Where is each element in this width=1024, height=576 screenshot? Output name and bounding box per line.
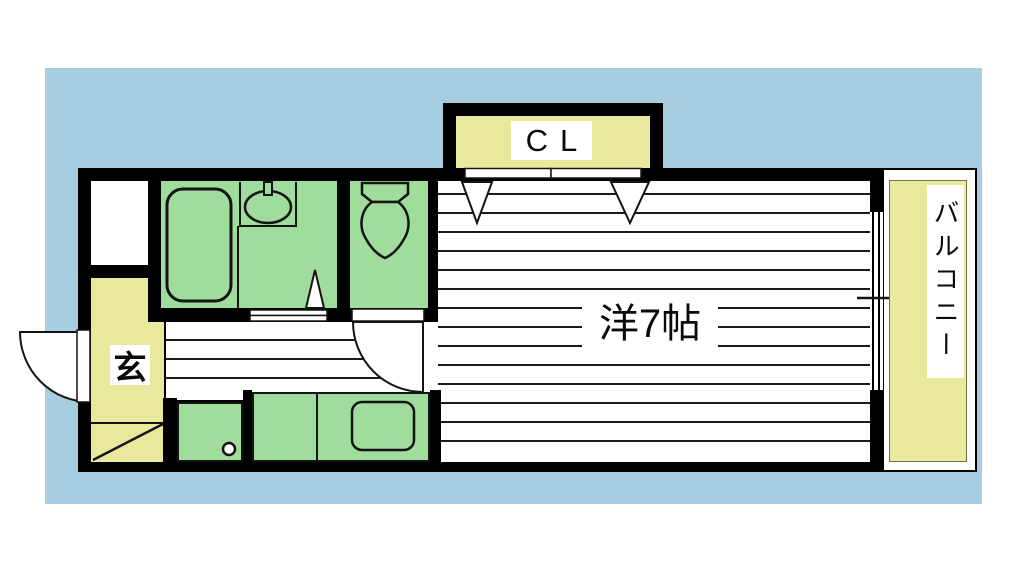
closet-door-panel [550, 167, 642, 179]
shoe-area-diagonal [92, 422, 164, 462]
kitchen-sink-icon [350, 400, 416, 452]
main-room-label-box: 洋7帖 [582, 293, 718, 347]
wall-stub [163, 398, 177, 462]
entrance-area-upper [91, 278, 148, 322]
washer-drain-icon [221, 441, 237, 457]
wall-stub [243, 390, 252, 462]
sliding-door-panel [249, 309, 328, 317]
doorway-strip [421, 322, 441, 392]
faucet-icon [263, 181, 273, 196]
main-room-label: 洋7帖 [598, 302, 702, 346]
window-glazing-line [878, 212, 880, 390]
closet-door-swing-triangle-icon [460, 181, 494, 226]
door-swing-triangle-icon [304, 269, 326, 309]
washbasin-alcove [239, 182, 297, 227]
hallway-floor-sliver [166, 392, 243, 400]
sliding-door-panel [249, 314, 328, 322]
toilet-icon [360, 200, 410, 260]
toilet-tank-icon [360, 181, 410, 204]
balcony-label-box: バルコニー [927, 185, 964, 378]
entrance-label-box: 玄 [110, 345, 150, 386]
balcony-label: バルコニー [930, 199, 960, 364]
window-glazing-line [872, 212, 874, 390]
closet-door-swing-triangle-icon [609, 181, 651, 226]
wall-stub [430, 390, 441, 462]
storage-area [91, 181, 148, 265]
closet-door-panel [464, 167, 552, 179]
bathtub-icon [165, 187, 233, 303]
entrance-step-edge [164, 322, 166, 462]
entrance-door-panel [76, 329, 91, 403]
door-swing-arc-icon [351, 321, 424, 394]
closet-label: CL [525, 122, 590, 158]
toilet-door-panel [351, 308, 425, 322]
entrance-label: 玄 [113, 349, 147, 386]
closet-label-box: CL [511, 121, 592, 160]
